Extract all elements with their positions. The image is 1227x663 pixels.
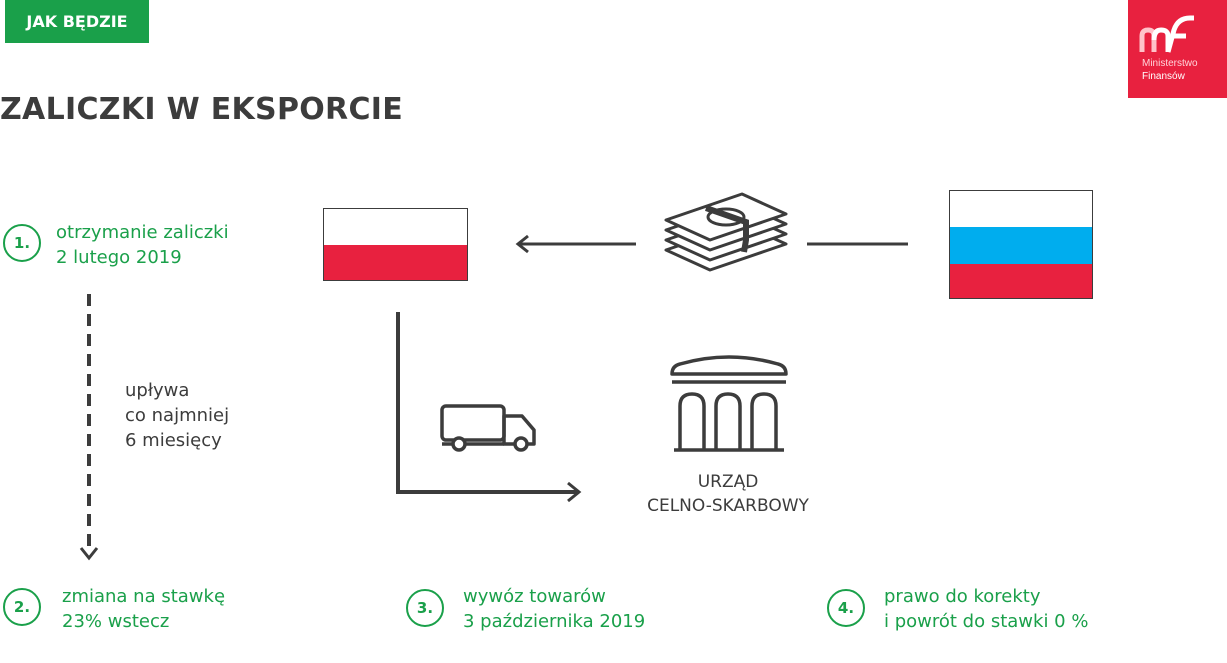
step-4-line2: i powrót do stawki 0 % bbox=[884, 611, 1089, 632]
period-line2: co najmniej bbox=[125, 405, 230, 426]
office-line1: URZĄD bbox=[697, 472, 759, 492]
money-flow-line bbox=[807, 242, 908, 246]
badge-label: JAK BĘDZIE bbox=[26, 12, 128, 31]
period-text: upływa co najmniej 6 miesięcy bbox=[125, 378, 229, 453]
step-2-number-circle: 2. bbox=[3, 588, 41, 626]
arrow-right-icon bbox=[396, 312, 582, 503]
step-3-number-circle: 3. bbox=[406, 589, 444, 627]
step-4-number-circle: 4. bbox=[827, 589, 865, 627]
office-line2: CELNO-SKARBOWY bbox=[647, 496, 809, 516]
period-line3: 6 miesięcy bbox=[125, 430, 222, 451]
step-3-number: 3. bbox=[416, 599, 434, 617]
step-4-line1: prawo do korekty bbox=[884, 586, 1041, 607]
step-1-number-circle: 1. bbox=[3, 224, 41, 262]
period-line1: upływa bbox=[125, 380, 190, 401]
poland-flag-icon bbox=[323, 208, 468, 281]
step-3-line2: 3 października 2019 bbox=[463, 611, 646, 632]
mf-logo-icon bbox=[1139, 15, 1194, 53]
ministry-logo: Ministerstwo Finansów bbox=[1128, 0, 1227, 98]
logo-line1: Ministerstwo bbox=[1142, 58, 1198, 69]
step-1-line2: 2 lutego 2019 bbox=[56, 247, 182, 268]
page-title: ZALICZKI W EKSPORCIE bbox=[0, 92, 404, 127]
step-3-line1: wywóz towarów bbox=[463, 586, 606, 607]
truck-icon bbox=[440, 404, 536, 452]
step-2-line2: 23% wstecz bbox=[62, 611, 170, 632]
step-4-text: prawo do korekty i powrót do stawki 0 % bbox=[884, 584, 1088, 634]
step-2-text: zmiana na stawkę 23% wstecz bbox=[62, 584, 225, 634]
customs-office-building-icon bbox=[670, 355, 788, 452]
russia-flag-icon bbox=[949, 190, 1093, 299]
step-3-text: wywóz towarów 3 października 2019 bbox=[463, 584, 645, 634]
jak-bedzie-badge: JAK BĘDZIE bbox=[5, 0, 149, 43]
customs-office-label: URZĄD CELNO-SKARBOWY bbox=[628, 470, 828, 518]
arrow-down-icon bbox=[79, 294, 99, 561]
step-1-number: 1. bbox=[13, 234, 31, 252]
money-stack-icon bbox=[664, 192, 788, 272]
step-1-text: otrzymanie zaliczki 2 lutego 2019 bbox=[56, 220, 229, 270]
logo-line2: Finansów bbox=[1142, 71, 1185, 82]
step-4-number: 4. bbox=[837, 599, 855, 617]
arrow-left-icon bbox=[515, 234, 636, 254]
step-1-line1: otrzymanie zaliczki bbox=[56, 222, 229, 243]
step-2-line1: zmiana na stawkę bbox=[62, 586, 226, 607]
step-2-number: 2. bbox=[13, 598, 31, 616]
